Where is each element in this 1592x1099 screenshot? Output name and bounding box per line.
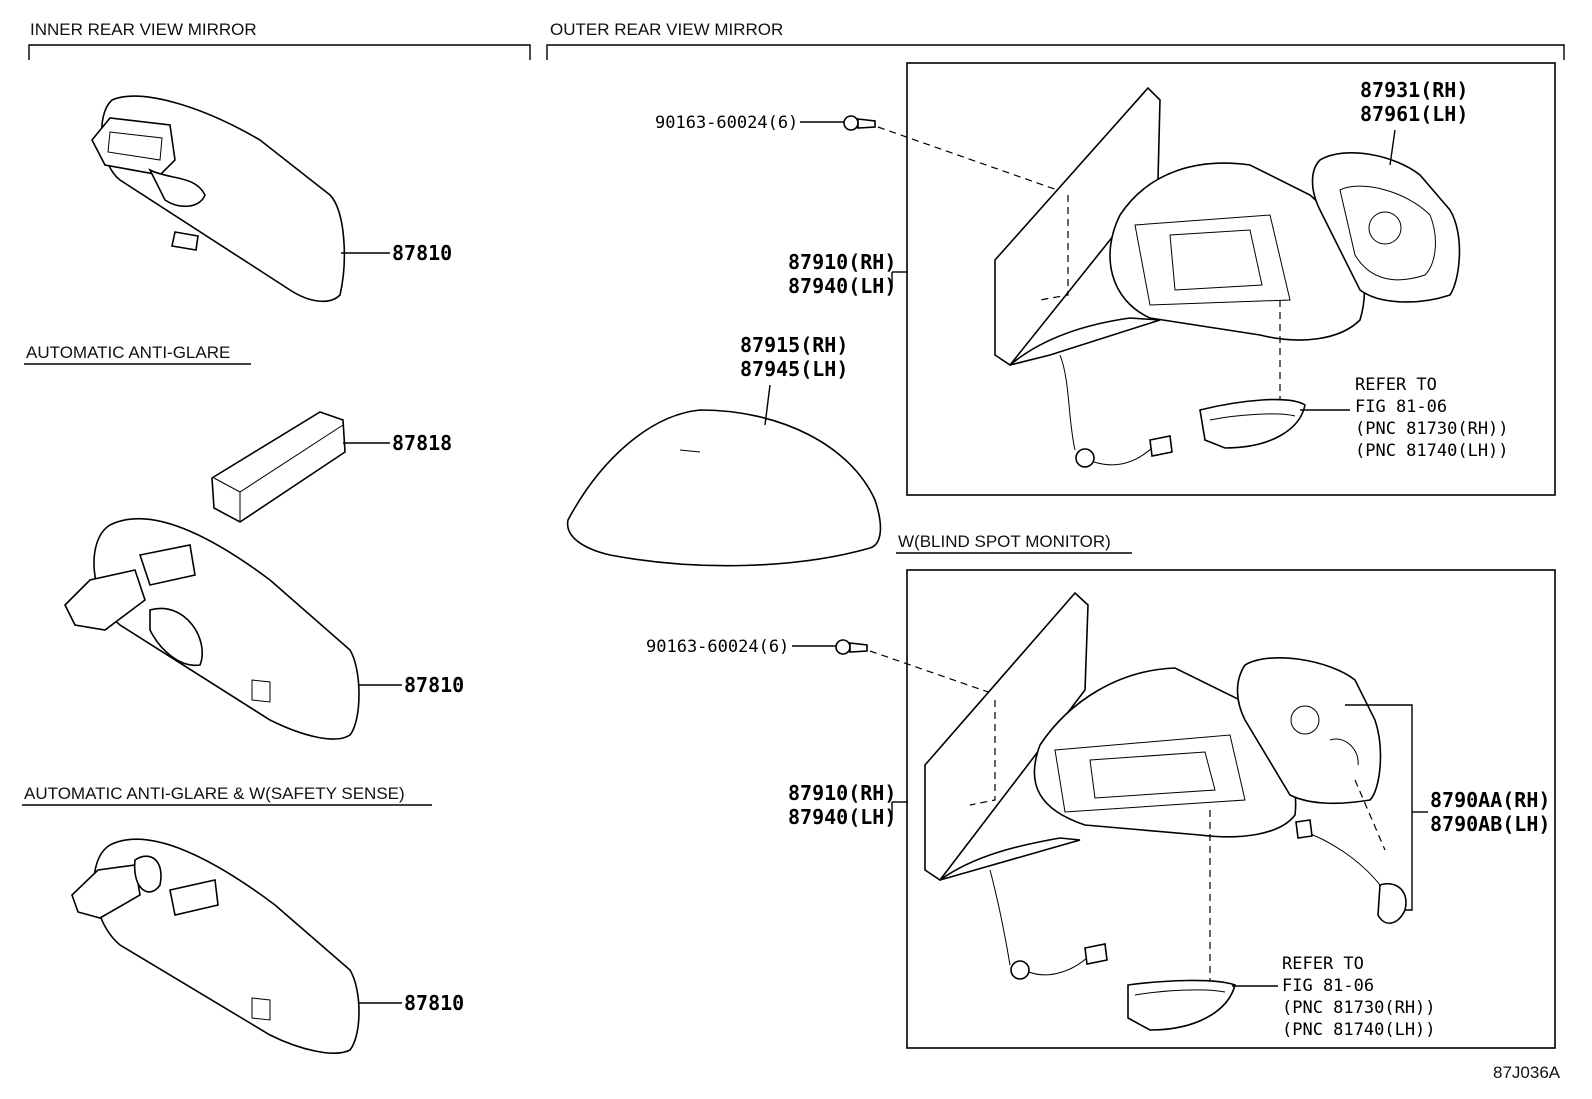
part-number-glass-bsm-lh: 8790AB(LH) bbox=[1430, 812, 1550, 836]
section-blind-spot-title: W(BLIND SPOT MONITOR) bbox=[898, 532, 1111, 551]
part-number-cap-lh: 87945(LH) bbox=[740, 357, 848, 381]
leader-cap bbox=[764, 384, 771, 426]
refer-2-line4: (PNC 81740(LH)) bbox=[1282, 1020, 1436, 1040]
section-outer-title: OUTER REAR VIEW MIRROR bbox=[550, 20, 783, 39]
outer-mirror-assembly-2 bbox=[924, 591, 1297, 980]
mirror-cap bbox=[566, 409, 882, 567]
figure-code: 87J036A bbox=[1493, 1063, 1561, 1082]
part-number-outer-1-rh: 87910(RH) bbox=[788, 250, 896, 274]
section-inner-bracket bbox=[28, 44, 531, 60]
leader-glass-bsm bbox=[1345, 704, 1413, 911]
refer-1-line3: (PNC 81730(RH)) bbox=[1355, 419, 1509, 439]
part-number-glass-rh: 87931(RH) bbox=[1360, 78, 1468, 102]
inner-mirror-safety-sense bbox=[71, 838, 360, 1054]
part-number-outer-2-rh: 87910(RH) bbox=[788, 781, 896, 805]
outer-mirror-box bbox=[906, 62, 1556, 496]
refer-2-line1: REFER TO bbox=[1282, 954, 1364, 974]
screw-2 bbox=[835, 639, 868, 655]
mirror-glass-1 bbox=[1311, 152, 1461, 303]
part-number-87810-c: 87810 bbox=[404, 991, 464, 1015]
part-number-87810-a: 87810 bbox=[392, 241, 452, 265]
turn-signal-1 bbox=[1199, 398, 1306, 449]
part-number-outer-1-lh: 87940(LH) bbox=[788, 274, 896, 298]
turn-signal-2 bbox=[1127, 979, 1236, 1031]
part-number-screw-2: 90163-60024(6) bbox=[646, 637, 789, 657]
outer-mirror-assembly-1 bbox=[994, 86, 1366, 468]
section-anti-glare-safety-title: AUTOMATIC ANTI-GLARE & W(SAFETY SENSE) bbox=[24, 784, 405, 803]
bsm-mirror-box bbox=[906, 569, 1556, 1049]
refer-1-line4: (PNC 81740(LH)) bbox=[1355, 441, 1509, 461]
refer-2-line2: FIG 81-06 bbox=[1282, 976, 1374, 996]
part-number-87810-b: 87810 bbox=[404, 673, 464, 697]
part-number-cap-rh: 87915(RH) bbox=[740, 333, 848, 357]
section-anti-glare-title: AUTOMATIC ANTI-GLARE bbox=[26, 343, 230, 362]
refer-1-line1: REFER TO bbox=[1355, 375, 1437, 395]
inner-mirror-basic bbox=[91, 95, 346, 303]
part-number-87818: 87818 bbox=[392, 431, 452, 455]
refer-1-line2: FIG 81-06 bbox=[1355, 397, 1447, 417]
mirror-cover bbox=[211, 411, 346, 523]
inner-mirror-anti-glare bbox=[64, 517, 360, 740]
screw-1 bbox=[843, 115, 876, 131]
refer-2-line3: (PNC 81730(RH)) bbox=[1282, 998, 1436, 1018]
part-number-glass-lh: 87961(LH) bbox=[1360, 102, 1468, 126]
mirror-glass-bsm bbox=[1236, 656, 1407, 924]
part-number-glass-bsm-rh: 8790AA(RH) bbox=[1430, 788, 1550, 812]
section-inner-title: INNER REAR VIEW MIRROR bbox=[30, 20, 257, 39]
part-number-screw-1: 90163-60024(6) bbox=[655, 113, 798, 133]
leader-glass-1 bbox=[1389, 129, 1396, 166]
part-number-outer-2-lh: 87940(LH) bbox=[788, 805, 896, 829]
section-outer-bracket bbox=[546, 44, 1565, 60]
